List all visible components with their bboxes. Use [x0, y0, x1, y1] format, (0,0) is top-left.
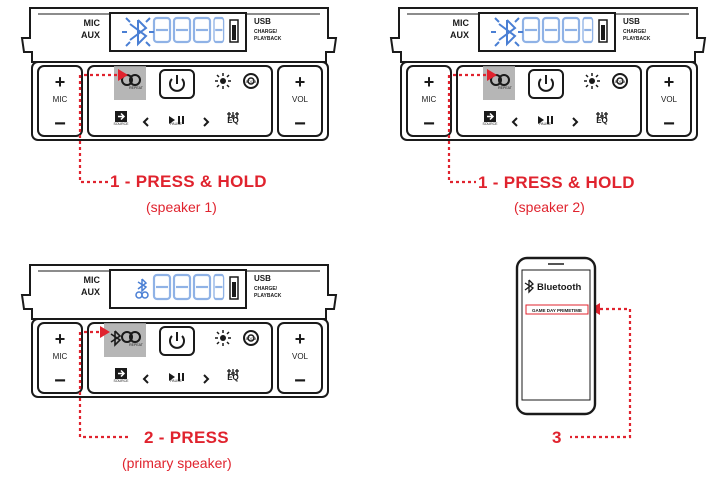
eq-label: EQ [227, 116, 239, 125]
source-label: SOURCE [114, 122, 130, 126]
mic-label: MIC [453, 18, 470, 28]
eq-label: EQ [227, 373, 239, 382]
lcd-display [491, 16, 594, 47]
mic-side-label: MIC [53, 352, 68, 361]
repeat-label: REPEAT [129, 343, 144, 347]
leader-line-3 [78, 332, 128, 439]
step-3-instruction: 3 [552, 428, 562, 447]
step-1-instruction: 1 - PRESS & HOLD [110, 172, 267, 191]
usb-label: USB [623, 17, 640, 26]
step-1-detail: (speaker 1) [146, 199, 217, 215]
repeat-label: REPEAT [498, 86, 513, 90]
speaker-panel-1 [21, 7, 337, 141]
aux-label: AUX [81, 30, 100, 40]
arrow-head-2 [487, 69, 497, 81]
repeat-label: REPEAT [129, 86, 144, 90]
aux-label: AUX [450, 30, 469, 40]
step-2-instruction: 2 - PRESS [144, 428, 229, 447]
device-name: GAME DAY PRIMETIME [532, 308, 582, 313]
boom-label: BOOM [246, 337, 257, 341]
arrow-head-3 [100, 326, 110, 338]
bluetooth-link-icon [135, 278, 149, 299]
usb-label: USB [254, 274, 271, 283]
speaker-panel-primary [21, 264, 337, 398]
eq-label: EQ [596, 116, 608, 125]
pause-label: PAUSE [170, 122, 182, 126]
panel-labels-2: MIC AUX USB CHARGE/ PLAYBACK MIC VOL REP… [422, 17, 678, 126]
arrow-head-1 [118, 69, 128, 81]
source-label: SOURCE [114, 379, 130, 383]
bluetooth-icon [110, 330, 122, 347]
usb-charge-label: CHARGE/ [254, 286, 278, 292]
smartphone: Bluetooth GAME DAY PRIMETIME [515, 256, 597, 416]
panel-labels-primary: MIC AUX USB CHARGE/ PLAYBACK MIC VOL REP… [53, 274, 309, 383]
pause-label: PAUSE [170, 379, 182, 383]
vol-label: VOL [292, 95, 309, 104]
lcd-display [135, 273, 225, 301]
lcd-display [122, 16, 225, 47]
usb-charge-label: CHARGE/ [623, 29, 647, 35]
usb-charge-label: CHARGE/ [254, 29, 278, 35]
bluetooth-flash-icon [491, 17, 523, 47]
phone-app-title: Bluetooth [537, 282, 582, 293]
source-label: SOURCE [483, 122, 499, 126]
panel-labels-1: MIC AUX USB CHARGE/ PLAYBACK MIC VOL REP… [53, 17, 309, 126]
usb-playback-label: PLAYBACK [254, 293, 282, 299]
usb-playback-label: PLAYBACK [623, 36, 651, 42]
leader-line-4 [570, 307, 632, 439]
mic-side-label: MIC [422, 95, 437, 104]
vol-label: VOL [661, 95, 678, 104]
step-1b-detail: (speaker 2) [514, 199, 585, 215]
mic-side-label: MIC [53, 95, 68, 104]
aux-label: AUX [81, 287, 100, 297]
usb-label: USB [254, 17, 271, 26]
mic-label: MIC [84, 275, 101, 285]
boom-label: BOOM [246, 80, 257, 84]
bluetooth-icon [524, 279, 535, 294]
pause-label: PAUSE [539, 122, 551, 126]
mic-label: MIC [84, 18, 101, 28]
step-2-detail: (primary speaker) [122, 455, 232, 471]
bluetooth-flash-icon [122, 17, 154, 47]
device-list-item[interactable] [525, 304, 589, 315]
usb-playback-label: PLAYBACK [254, 36, 282, 42]
boom-label: BOOM [615, 80, 626, 84]
vol-label: VOL [292, 352, 309, 361]
speaker-panel-2 [390, 7, 706, 141]
step-1b-instruction: 1 - PRESS & HOLD [478, 173, 635, 192]
